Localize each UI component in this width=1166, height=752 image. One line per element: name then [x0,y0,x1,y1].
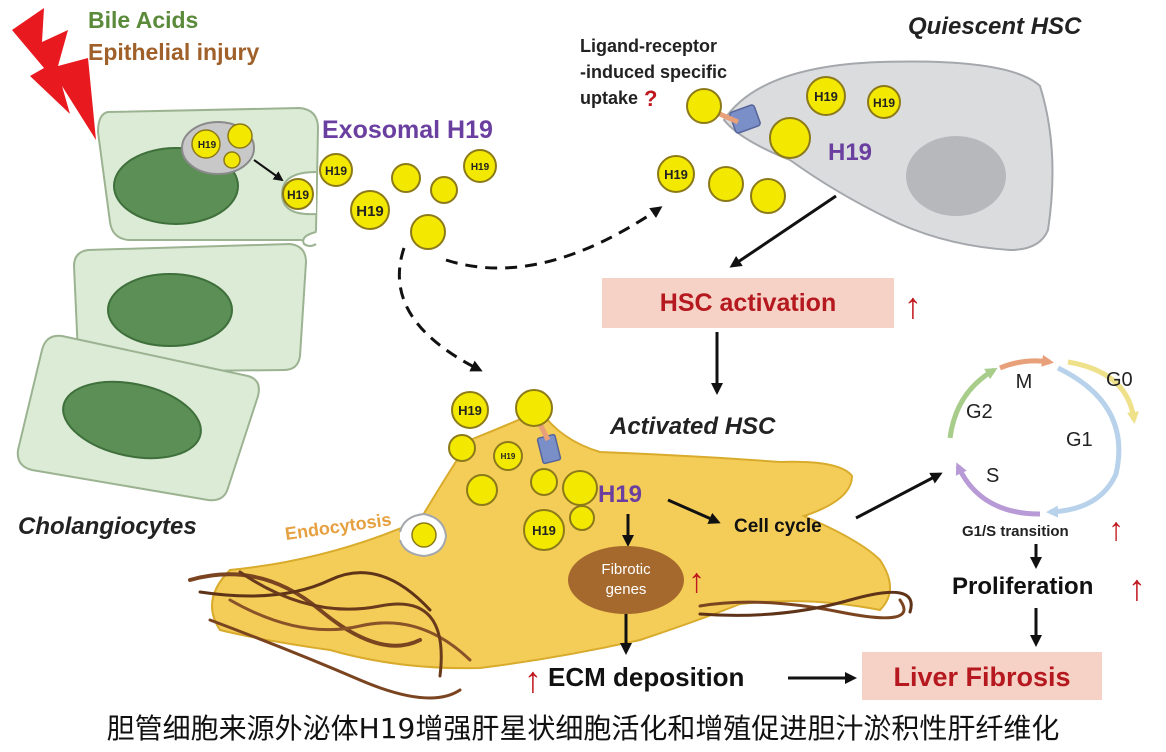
vesicle-h19-label: H19 [664,167,688,182]
lightning-bolt-icon [12,8,96,140]
quiescent-hsc-cell: H19 H19 H19 [657,60,1054,252]
up-arrow-icon: ↑ [904,285,922,326]
s-phase-arc [955,462,1041,517]
endocytosed-vesicle [411,522,437,548]
m-phase-label: M [1016,371,1033,393]
internal-exosome [806,76,846,116]
mvb-vesicle [223,151,241,169]
vesicle-h19-label: H19 [532,523,556,538]
transfer-arrow-to-activated [397,247,483,372]
bound-exosome [686,88,722,124]
caption: 胆管细胞来源外泌体H19增强肝星状细胞活化和增殖促进胆汁淤积性肝纤维化 [107,712,1060,745]
exosome [430,176,458,204]
arrow-to-activation [729,194,837,268]
exosome [282,178,314,210]
exosomal-h19-label: Exosomal H19 [322,116,493,144]
m-phase-arc [999,354,1054,371]
secretion-arrow [253,159,284,182]
activated-h19-label: H19 [598,481,642,508]
up-arrow-icon: ↑ [1108,511,1124,547]
g0-phase-arc [1067,359,1139,424]
vesicle-h19-label: H19 [287,188,309,202]
vesicle-h19-label: H19 [325,164,347,178]
liver-fibrosis-box [862,652,1102,700]
g2-phase-arc [947,367,998,439]
exosome [466,474,498,506]
receptor-icon [729,104,761,134]
s-phase-label: S [986,465,999,487]
uptake-line-1: Ligand-receptor [580,36,717,56]
fibrotic-genes-oval [568,546,684,614]
exosome [569,505,595,531]
transfer-arrow-to-quiescent [445,206,663,270]
vesicle-h19-label: H19 [814,89,838,104]
exosome [523,509,565,551]
ecm-deposition-label: ECM deposition [548,662,744,692]
g1-phase-arc [1046,365,1122,518]
released-exosomes: H19 H19 H19 H19 H19 [198,140,497,250]
vesicle-h19-label: H19 [471,162,490,173]
up-arrow-icon: ↑ [1128,567,1146,608]
fibrotic-genes-line-2: genes [606,581,647,598]
g1-phase-label: G1 [1066,429,1093,451]
arrow-to-cycle-diagram [855,472,943,520]
vesicle-h19-label: H19 [356,203,384,220]
exosome [391,163,421,193]
g2-phase-label: G2 [966,401,993,423]
liver-fibrosis-label: Liver Fibrosis [893,662,1070,692]
cholangiocyte-nucleus-3 [62,380,202,460]
cholangiocyte-nucleus-2 [107,273,233,347]
g1s-transition-label: G1/S transition [962,523,1069,540]
quiescent-h19-label: H19 [828,139,872,166]
internal-exosome [769,117,811,159]
mvb-vesicle [191,129,221,159]
vesicle-h19-label: H19 [458,403,482,418]
proliferation-label: Proliferation [952,573,1093,600]
exosome [448,434,476,462]
quiescent-nucleus [906,136,1006,216]
vesicle-h19-label: H19 [198,140,217,151]
hsc-activation-label: HSC activation [660,289,836,317]
extracellular-exosome [657,155,695,193]
exosome [350,190,390,230]
exosome [451,391,489,429]
cell-cycle-label: Cell cycle [734,516,822,537]
uptake-line-2: -induced specific [580,62,727,82]
vesicle-h19-label: H19 [501,452,516,461]
extracellular-exosome [708,166,744,202]
quiescent-hsc-label: Quiescent HSC [908,13,1082,40]
cholangiocyte-cells [16,106,320,502]
mvb-vesicle [227,123,253,149]
exosome [410,214,446,250]
g0-phase-label: G0 [1106,369,1133,391]
exosome [562,470,598,506]
extracellular-exosome [750,178,786,214]
epithelial-injury-label: Epithelial injury [88,39,259,65]
hsc-activation-box [602,278,894,328]
internal-exosome [867,85,901,119]
cell-cycle-wheel [947,354,1139,518]
exosome [530,468,558,496]
exosome [319,153,353,187]
collagen-fibers [188,570,913,700]
arrow-to-cell-cycle [667,498,721,524]
bile-acids-label: Bile Acids [88,7,198,33]
bound-exosome [515,389,553,427]
exosome [463,149,497,183]
activated-hsc-label: Activated HSC [609,413,776,440]
vesicle-h19-label: H19 [873,96,895,110]
exosome [493,441,523,471]
uptake-line-3: uptake [580,88,638,108]
cholangiocytes-label: Cholangiocytes [18,513,197,540]
up-arrow-icon: ↑ [688,562,705,600]
membrane-pit [302,231,317,247]
up-arrow-icon: ↑ [524,659,542,700]
uptake-question-mark: ? [644,86,657,111]
fibrotic-genes-line-1: Fibrotic [601,561,651,578]
